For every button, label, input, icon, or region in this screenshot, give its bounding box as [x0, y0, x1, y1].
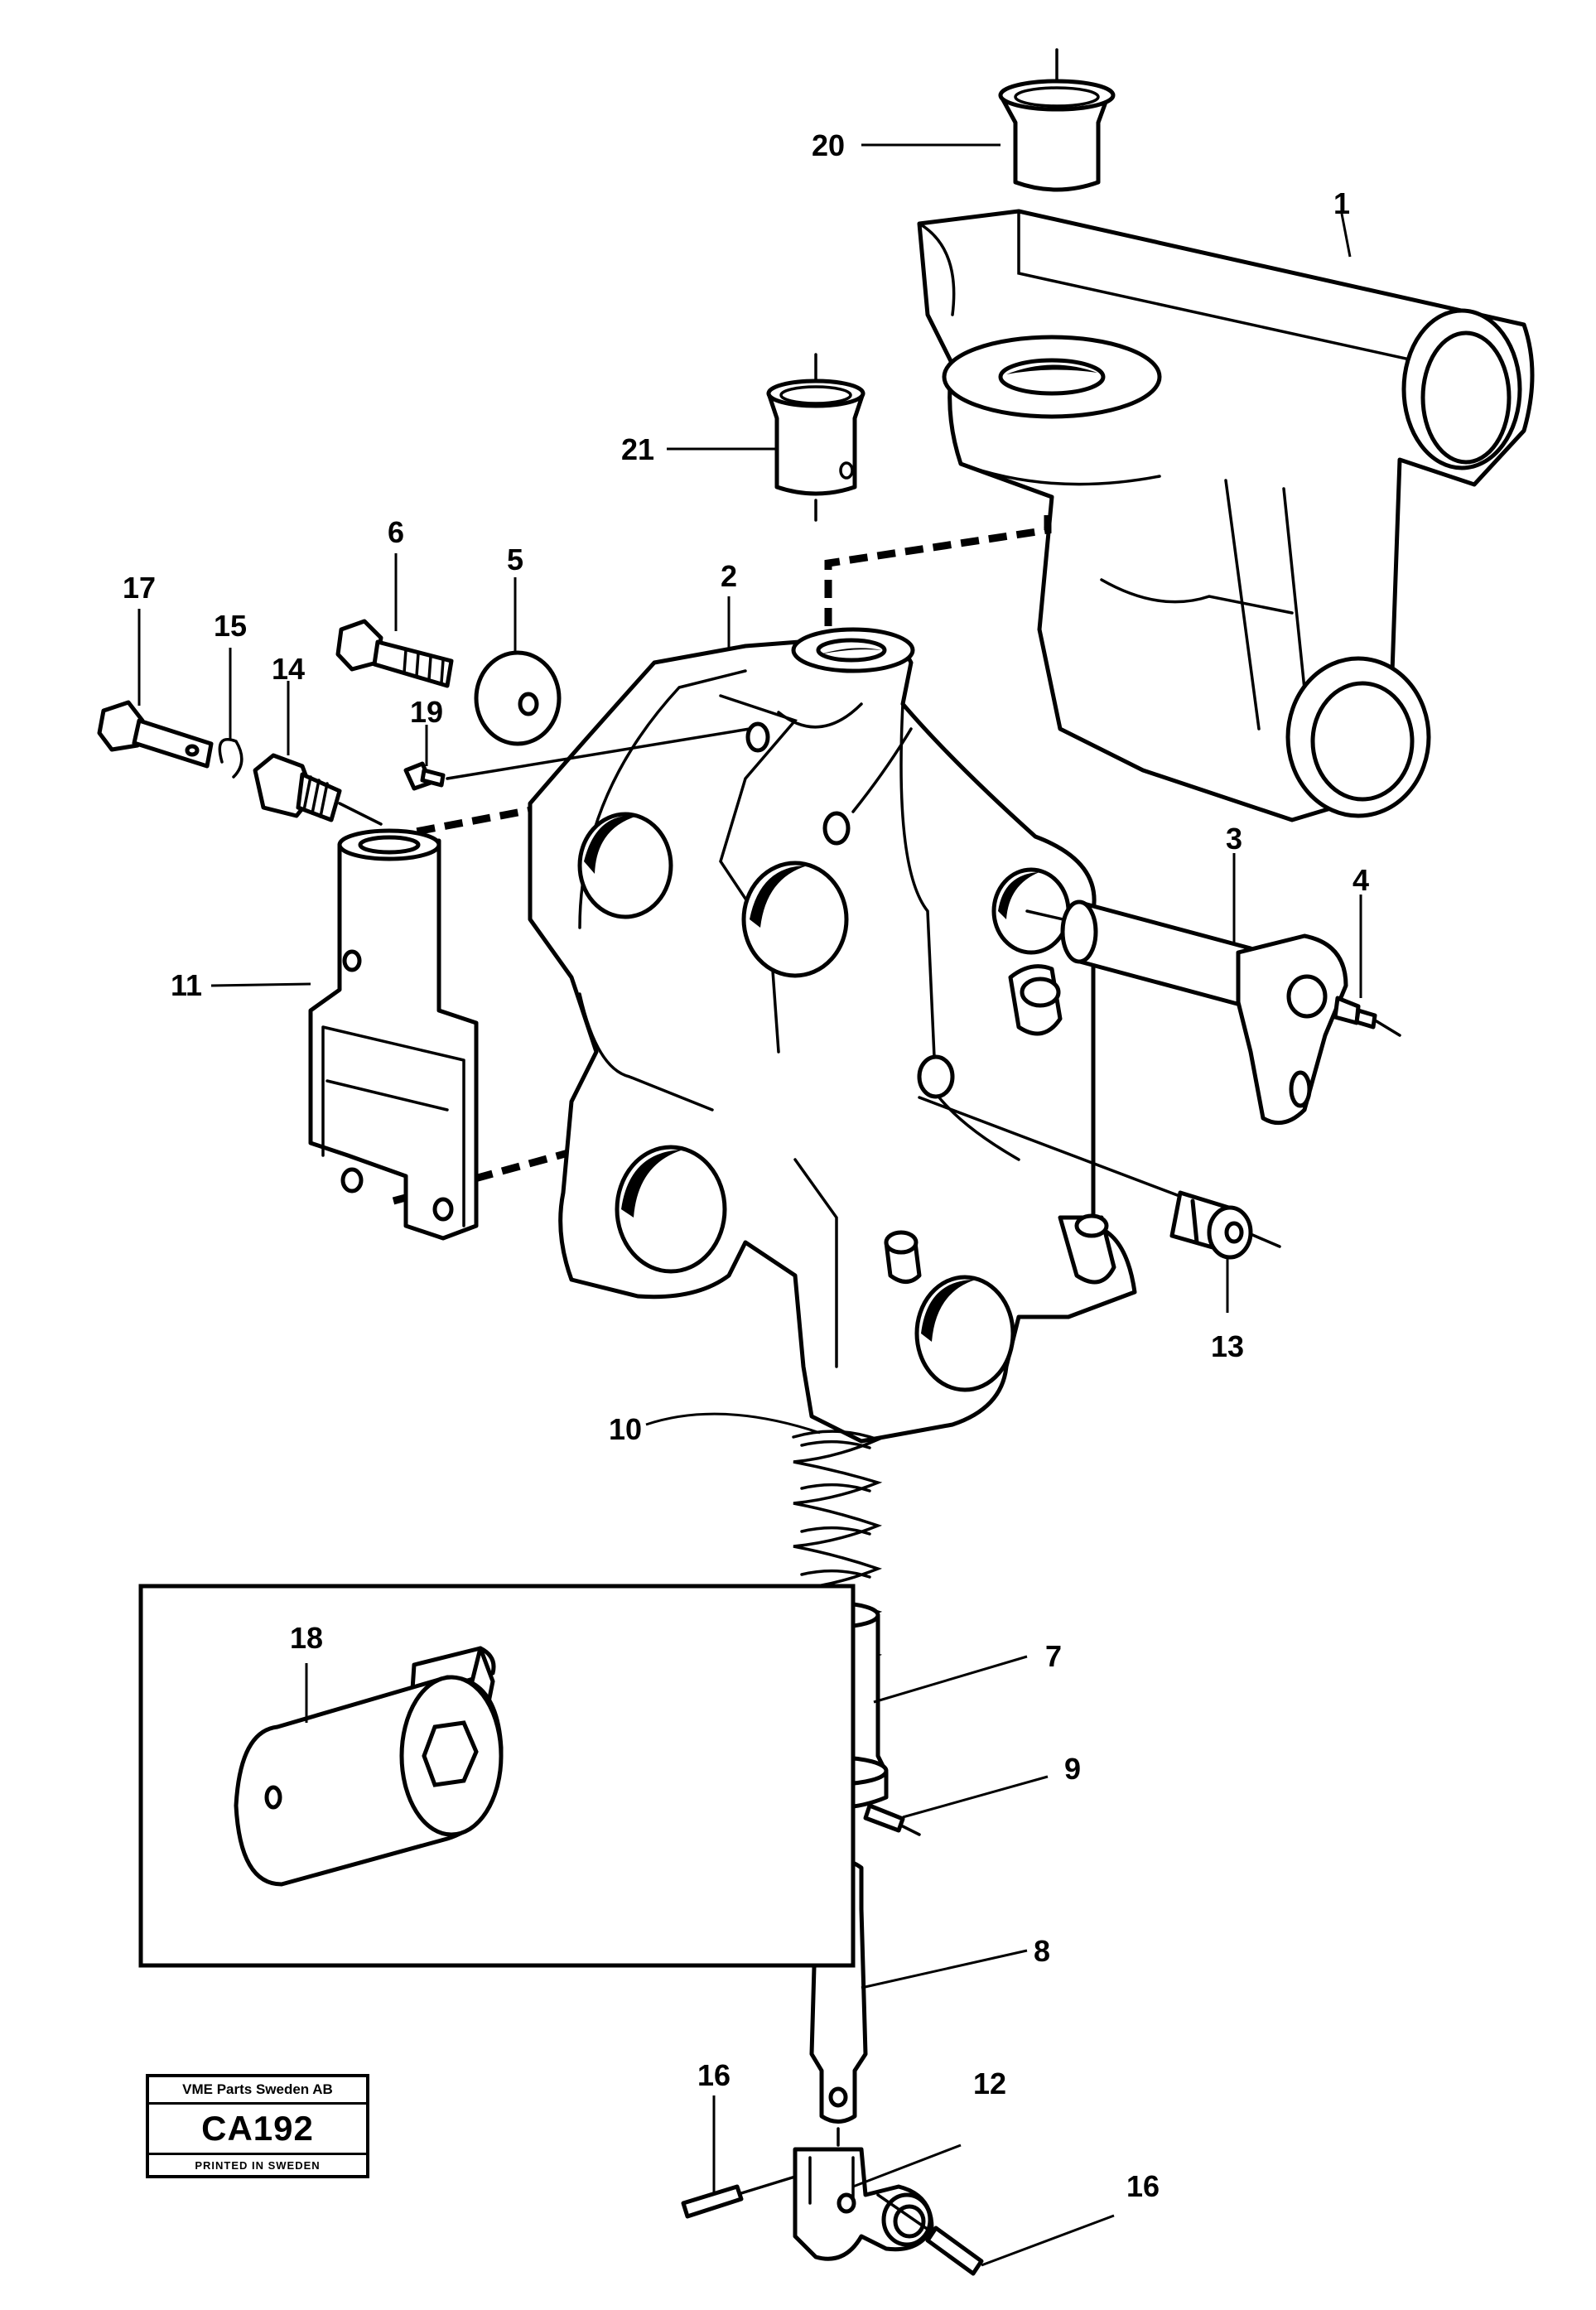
part-14-adapter [253, 681, 383, 826]
part-11-bracket [210, 828, 479, 1241]
callout-10: 10 [609, 1412, 642, 1446]
diagram-code: CA192 [149, 2105, 366, 2155]
callout-3: 3 [1226, 822, 1242, 856]
part-4-grease-nipple [1333, 895, 1401, 1037]
part-9-pin [863, 1775, 1049, 1836]
callout-14: 14 [272, 652, 305, 686]
callout-4: 4 [1353, 863, 1369, 897]
callout-19: 19 [410, 695, 443, 729]
part-20-bushing [998, 48, 1116, 192]
callout-16-left: 16 [697, 2058, 730, 2092]
callout-16-right: 16 [1126, 2169, 1160, 2203]
callout-13: 13 [1211, 1329, 1244, 1363]
part-19-grease-nipple [403, 725, 751, 791]
inset-box [138, 1584, 856, 1968]
callout-labels: 1 20 21 2 6 5 17 15 14 19 3 4 11 13 10 1… [123, 128, 1369, 2203]
part-16-pin-left [681, 2095, 797, 2219]
callout-7: 7 [1045, 1639, 1062, 1673]
publisher-company: VME Parts Sweden AB [149, 2077, 366, 2105]
part-5-washer [474, 577, 562, 746]
part-1-frame-bracket [917, 209, 1535, 822]
part-2-knuckle-housing [528, 596, 1137, 1444]
publisher-stamp: VME Parts Sweden AB CA192 PRINTED IN SWE… [146, 2074, 369, 2178]
part-15-lock-ring [218, 648, 243, 779]
part-21-bushing [766, 353, 866, 522]
part-17-bolt [97, 609, 214, 769]
part-12-yoke [793, 2144, 962, 2261]
callout-5: 5 [507, 543, 523, 576]
part-13-screw [918, 1096, 1281, 1313]
callout-15: 15 [214, 609, 247, 643]
callout-12: 12 [973, 2066, 1006, 2100]
part-3-pin [1025, 853, 1348, 1126]
part-18-socket-wrench [234, 1646, 504, 1887]
printed-in-label: PRINTED IN SWEDEN [195, 2159, 321, 2172]
callout-20: 20 [812, 128, 845, 162]
callout-1: 1 [1333, 186, 1350, 220]
callout-11: 11 [171, 968, 202, 1002]
callout-2: 2 [721, 559, 737, 593]
callout-8: 8 [1034, 1934, 1050, 1968]
callout-17: 17 [123, 571, 156, 605]
part-16-pin-right [876, 2193, 1115, 2276]
callout-18: 18 [290, 1621, 323, 1655]
callout-6: 6 [388, 515, 404, 549]
callout-9: 9 [1064, 1752, 1081, 1786]
callout-21: 21 [621, 432, 654, 466]
part-6-bolt [335, 553, 454, 688]
hidden-line-pivot [824, 505, 1052, 654]
